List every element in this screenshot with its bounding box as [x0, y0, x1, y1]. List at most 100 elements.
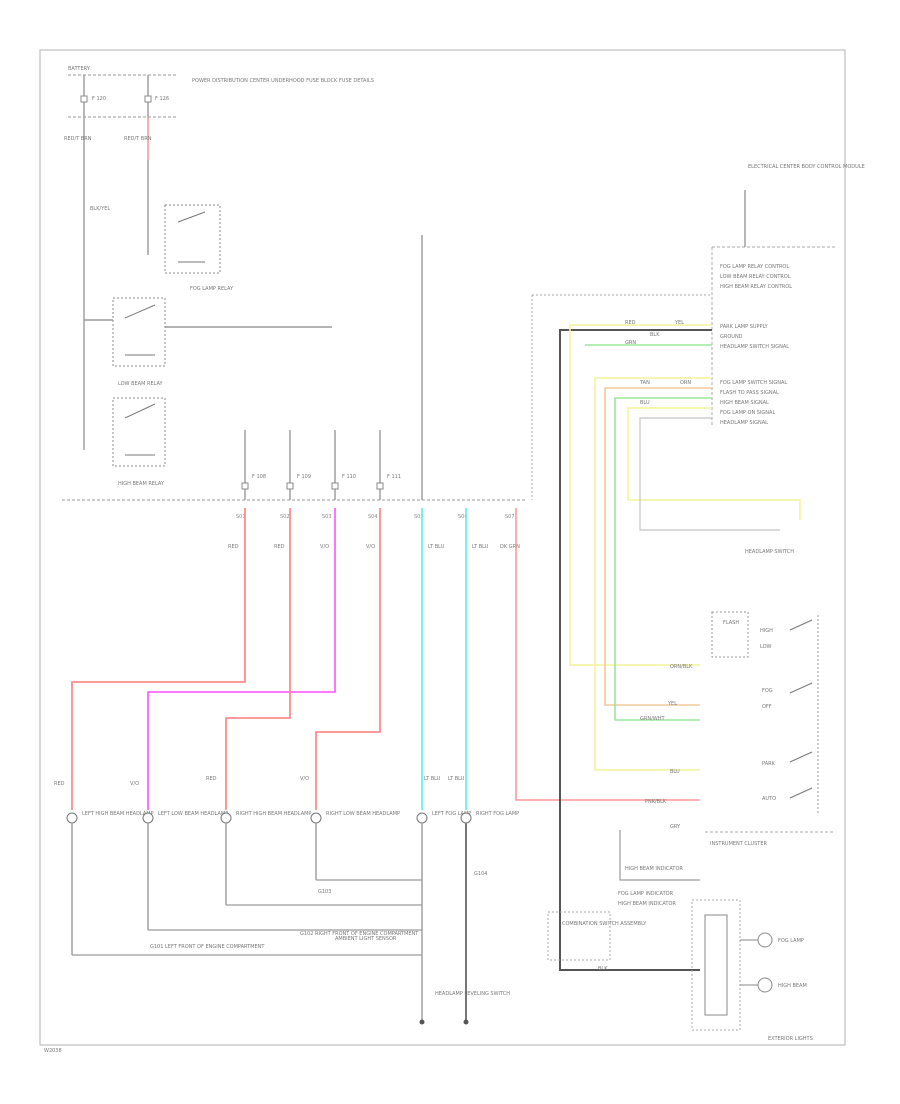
svg-text:YEL: YEL — [667, 701, 677, 707]
svg-text:HIGH BEAM RELAY CONTROL: HIGH BEAM RELAY CONTROL — [720, 284, 792, 290]
svg-text:GRN: GRN — [625, 340, 636, 346]
wire-labels-top: RED RED V/O V/O LT BLU LT BLU DK GRN — [228, 544, 520, 550]
headlamp-3: RIGHT HIGH BEAM HEADLAMP RED — [206, 776, 311, 905]
ground-label-2: G102 RIGHT FRONT OF ENGINE COMPARTMENT — [300, 931, 419, 937]
svg-text:LOW BEAM RELAY CONTROL: LOW BEAM RELAY CONTROL — [720, 274, 791, 280]
module-note-2: HIGH BEAM INDICATOR — [625, 866, 683, 872]
svg-text:PARK: PARK — [762, 761, 776, 767]
svg-text:ORN/BLK: ORN/BLK — [670, 664, 693, 670]
svg-text:RED: RED — [54, 781, 65, 787]
headlamp-switch: HEADLAMP SWITCH FLASH HIGH LOW FOG OFF P… — [598, 549, 819, 972]
splice-2: S02 — [280, 514, 290, 520]
high-beam-relay: HIGH BEAM RELAY — [112, 397, 166, 487]
svg-text:FOG LAMP ON SIGNAL: FOG LAMP ON SIGNAL — [720, 410, 775, 416]
bcm-title: ELECTRICAL CENTER BODY CONTROL MODULE — [748, 164, 865, 170]
battery-title: BATTERY — [68, 66, 91, 72]
indicator-2: HIGH BEAM INDICATOR — [618, 901, 676, 907]
splice-5: S05 — [414, 514, 424, 520]
svg-text:PARK LAMP SUPPLY: PARK LAMP SUPPLY — [720, 324, 769, 330]
low-beam-relay: LOW BEAM RELAY — [84, 297, 332, 387]
wire-label-4: V/O — [366, 544, 375, 550]
diagram-border — [39, 49, 846, 1046]
wire-label-6: LT BLU — [472, 544, 489, 550]
headlamp-feed-wires — [71, 508, 700, 810]
svg-text:V/O: V/O — [300, 776, 309, 782]
indicator-1: FOG LAMP INDICATOR — [618, 891, 674, 897]
svg-text:ORN: ORN — [680, 380, 691, 386]
svg-text:LT BLU: LT BLU — [448, 776, 465, 782]
svg-text:LT BLU: LT BLU — [424, 776, 441, 782]
svg-text:RIGHT LOW BEAM HEADLAMP: RIGHT LOW BEAM HEADLAMP — [326, 811, 400, 817]
right-bottom-modules: INSTRUMENT CLUSTER HIGH BEAM INDICATOR F… — [335, 830, 835, 1031]
lamp-right-2: HIGH BEAM — [778, 983, 807, 989]
lamp-right-1: FOG LAMP — [778, 938, 804, 944]
wire-label-1: RED — [228, 544, 239, 550]
wire-red — [71, 508, 246, 810]
svg-text:FLASH TO PASS SIGNAL: FLASH TO PASS SIGNAL — [720, 390, 779, 396]
wire-label-top-left: RED/T BRN — [64, 136, 92, 142]
wire-pink-1 — [225, 508, 291, 810]
wire-pink-2 — [315, 508, 381, 810]
splice-3: S03 — [322, 514, 332, 520]
svg-text:PNK/BLK: PNK/BLK — [645, 799, 667, 805]
fuse-row-1: F 108 — [252, 474, 266, 480]
wire-label-mid: BLK/YEL — [90, 206, 110, 212]
svg-text:YEL: YEL — [674, 320, 684, 326]
fuse-right-label: F 126 — [155, 96, 169, 102]
connector-label: COMBINATION SWITCH ASSEMBLY — [562, 921, 647, 927]
svg-text:HIGH BEAM SIGNAL: HIGH BEAM SIGNAL — [720, 400, 769, 406]
svg-text:BLK: BLK — [598, 966, 608, 972]
splice-7: S07 — [505, 514, 515, 520]
battery-note: POWER DISTRIBUTION CENTER UNDERHOOD FUSE… — [192, 78, 374, 84]
left-feed-wires: RED/T BRN RED/T BRN BLK/YEL — [64, 117, 152, 450]
ground-label-3: G103 — [318, 889, 331, 895]
fuse-row-3: F 110 — [342, 474, 356, 480]
svg-text:HEADLAMP SWITCH SIGNAL: HEADLAMP SWITCH SIGNAL — [720, 344, 789, 350]
ground-returns: G101 LEFT FRONT OF ENGINE COMPARTMENT G1… — [72, 871, 487, 1025]
wire-magenta — [147, 508, 336, 810]
svg-text:TAN: TAN — [639, 380, 650, 386]
relay-3-label: HIGH BEAM RELAY — [118, 481, 165, 487]
fuse-left-label: F 120 — [92, 96, 106, 102]
bcm-block: ELECTRICAL CENTER BODY CONTROL MODULE FO… — [711, 164, 865, 426]
wire-label-3: V/O — [320, 544, 329, 550]
wire-label-top-right: RED/T BRN — [124, 136, 152, 142]
svg-text:LEFT LOW BEAM HEADLAMP: LEFT LOW BEAM HEADLAMP — [158, 811, 228, 817]
headlamp-2: LEFT LOW BEAM HEADLAMP V/O — [130, 781, 228, 930]
svg-text:BLU: BLU — [640, 400, 650, 406]
fuse-row-4: F 111 — [387, 474, 401, 480]
wire-label-5: LT BLU — [428, 544, 445, 550]
svg-text:FLASH: FLASH — [723, 620, 739, 626]
splice-6: S06 — [458, 514, 468, 520]
splice-1: S01 — [236, 514, 246, 520]
wire-pink-3 — [515, 508, 700, 801]
fog-lamp-relay: FOG LAMP RELAY — [164, 204, 234, 292]
relay-2-label: LOW BEAM RELAY — [118, 381, 164, 387]
svg-text:FOG: FOG — [762, 688, 773, 694]
svg-text:V/O: V/O — [130, 781, 139, 787]
svg-text:LOW: LOW — [760, 644, 772, 650]
svg-text:RIGHT HIGH BEAM HEADLAMP: RIGHT HIGH BEAM HEADLAMP — [236, 811, 311, 817]
bottom-box-2: HEADLAMP LEVELING SWITCH — [435, 991, 510, 997]
headlamp-4: RIGHT LOW BEAM HEADLAMP V/O — [300, 776, 400, 880]
bcm-wires: RED YEL GRN BLK TAN ORN BLU — [559, 320, 801, 971]
svg-text:BLK: BLK — [650, 332, 660, 338]
fuse-row: F 108 F 109 F 110 F 111 S01 S02 S03 S04 … — [62, 235, 712, 520]
headlamps: LEFT HIGH BEAM HEADLAMP RED LEFT LOW BEA… — [54, 776, 519, 1020]
wire-label-7: DK GRN — [500, 544, 520, 550]
svg-text:GROUND: GROUND — [720, 334, 743, 340]
svg-text:OFF: OFF — [762, 704, 772, 710]
svg-text:HIGH: HIGH — [760, 628, 773, 634]
fuse-row-2: F 109 — [297, 474, 311, 480]
relay-1-label: FOG LAMP RELAY — [190, 286, 234, 292]
svg-text:FOG LAMP RELAY CONTROL: FOG LAMP RELAY CONTROL — [720, 264, 789, 270]
border-label-left: W2038 — [44, 1048, 62, 1054]
svg-text:GRY: GRY — [670, 824, 681, 830]
svg-text:FOG LAMP SWITCH SIGNAL: FOG LAMP SWITCH SIGNAL — [720, 380, 787, 386]
bottom-box-1: AMBIENT LIGHT SENSOR — [335, 936, 397, 942]
svg-text:GRN/WHT: GRN/WHT — [640, 716, 665, 722]
battery-block: BATTERY POWER DISTRIBUTION CENTER UNDERH… — [68, 66, 374, 118]
svg-text:RIGHT FOG LAMP: RIGHT FOG LAMP — [476, 811, 519, 817]
